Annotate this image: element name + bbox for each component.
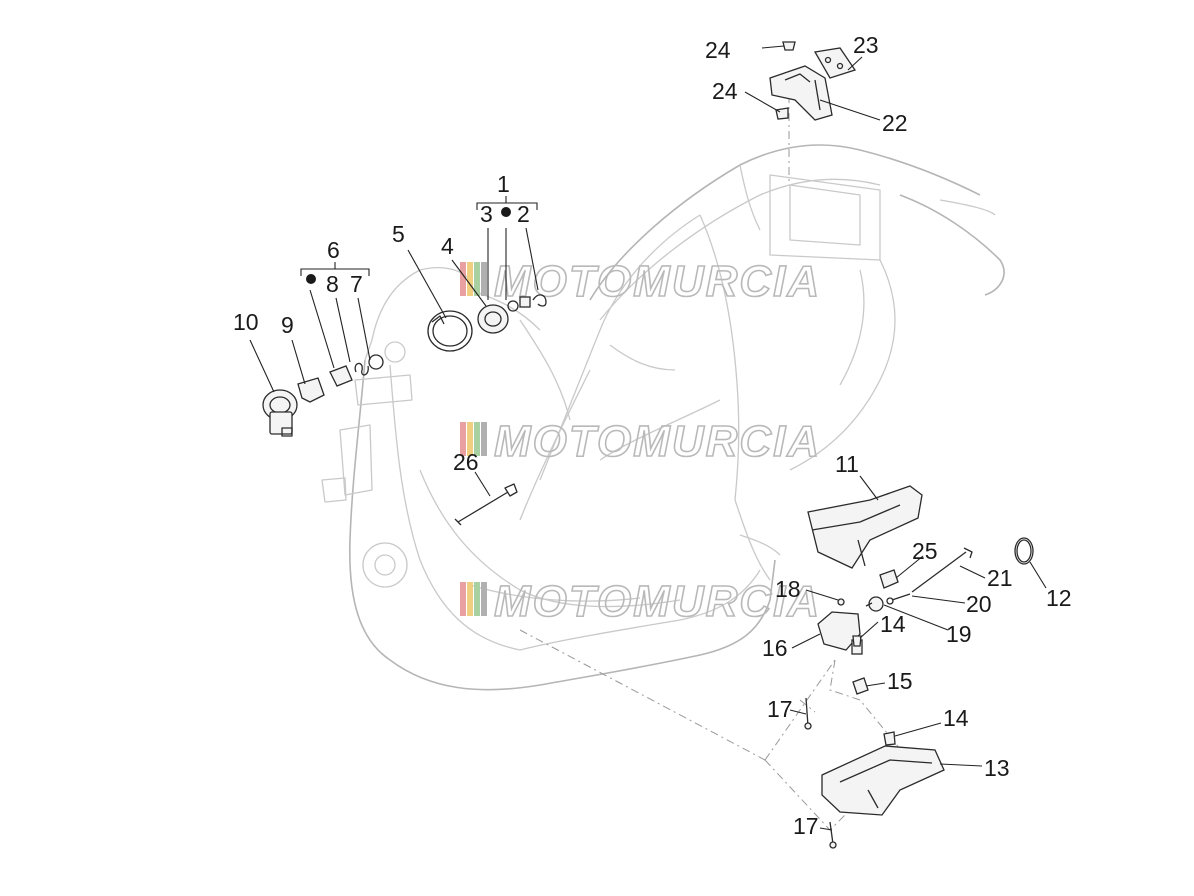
watermark-flag-stripe: [474, 262, 480, 296]
part-12-o-ring: [1014, 537, 1034, 565]
bracket-dot-group-1: [501, 207, 511, 217]
part-9-cap: [297, 377, 325, 403]
part-15-nut: [852, 677, 869, 695]
callout-18: 18: [775, 576, 801, 602]
part-26-cable: [454, 483, 518, 526]
part-23-hinge: [813, 47, 857, 79]
watermark-flag-stripe: [460, 422, 466, 456]
callout-1: 1: [497, 171, 510, 197]
watermark-flag-stripe: [460, 262, 466, 296]
watermark-flag-stripe: [481, 582, 487, 616]
callout-9: 9: [281, 312, 294, 338]
part-5-ring: [427, 310, 473, 352]
callout-2: 2: [517, 201, 530, 227]
callout-17-lower: 17: [793, 813, 819, 839]
bracket-dot-group-6: [306, 274, 316, 284]
watermark-flag-stripe: [474, 422, 480, 456]
watermark-middle: MOTOMURCIA: [460, 416, 821, 467]
scooter-frame: [321, 144, 1005, 691]
callout-26: 26: [453, 449, 479, 475]
watermark-flag-stripe: [467, 422, 473, 456]
callout-14-lower: 14: [943, 705, 969, 731]
watermark-flag-stripe: [460, 582, 466, 616]
callout-21: 21: [987, 565, 1013, 591]
watermark-bottom: MOTOMURCIA: [460, 576, 821, 627]
callout-23: 23: [853, 32, 879, 58]
watermark-flag-stripe: [481, 262, 487, 296]
callout-25: 25: [912, 538, 938, 564]
bracket-dots: [306, 207, 511, 284]
callout-14-upper: 14: [880, 611, 906, 637]
watermark-text: MOTOMURCIA: [494, 257, 821, 306]
callout-24-lower: 24: [712, 78, 738, 104]
part-14-screw-lower: [883, 731, 896, 746]
callout-8: 8: [326, 271, 339, 297]
part-4-lock-housing: [477, 304, 509, 334]
part-22-bracket: [769, 65, 833, 121]
watermark-flag-stripe: [481, 422, 487, 456]
callout-20: 20: [966, 591, 992, 617]
part-7-spring: [354, 354, 384, 376]
part-13-tray: [821, 745, 945, 816]
callout-4: 4: [441, 233, 454, 259]
part-25-clip: [879, 569, 899, 589]
part-24-screw-top: [782, 41, 796, 51]
callout-15: 15: [887, 668, 913, 694]
callout-10: 10: [233, 309, 259, 335]
watermark-flag-stripe: [467, 582, 473, 616]
watermark-flag-stripe: [467, 262, 473, 296]
callout-22: 22: [882, 110, 908, 136]
part-11-cover: [807, 485, 923, 569]
callout-7: 7: [350, 271, 363, 297]
callout-11: 11: [835, 451, 859, 477]
watermark-flag-stripe: [474, 582, 480, 616]
part-3-2-lock-set: [507, 294, 547, 312]
part-14-screw-upper: [852, 635, 862, 647]
part-8-lock-cylinder: [329, 365, 353, 387]
callout-17-upper: 17: [767, 696, 793, 722]
part-17-bolt-upper: [804, 697, 812, 730]
callout-13: 13: [984, 755, 1010, 781]
callout-16: 16: [762, 635, 788, 661]
callout-5: 5: [392, 221, 405, 247]
part-18-screw: [837, 598, 845, 606]
part-21-cable: [911, 547, 973, 593]
watermark-top: MOTOMURCIA: [460, 256, 821, 307]
callout-3: 3: [480, 201, 493, 227]
callout-numbers: 1 2 3 4 5 6 7 8 9 10 11 12 13 14 14 15 1…: [233, 32, 1072, 839]
callout-leaders: [249, 45, 1047, 831]
part-10-ignition-switch: [262, 389, 298, 437]
callout-12: 12: [1046, 585, 1072, 611]
part-20-pin: [886, 593, 911, 605]
callout-24-upper: 24: [705, 37, 731, 63]
callout-6: 6: [327, 237, 340, 263]
part-24-screw-left: [775, 107, 789, 120]
watermark-text: MOTOMURCIA: [494, 417, 821, 466]
part-19-knob: [865, 596, 884, 612]
part-16-latch: [817, 611, 863, 655]
watermark-text: MOTOMURCIA: [494, 577, 821, 626]
callout-19: 19: [946, 621, 972, 647]
part-17-bolt-lower: [829, 821, 837, 849]
